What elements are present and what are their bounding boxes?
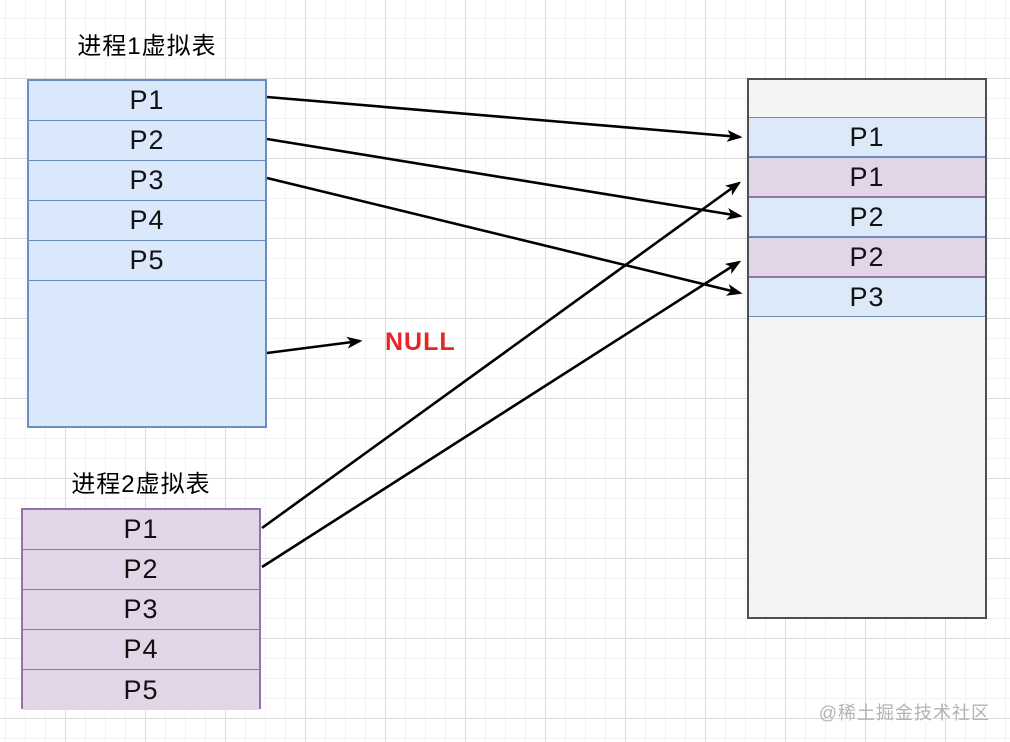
process2-row-p2: P2 (23, 550, 259, 590)
process2-row-p5: P5 (23, 670, 259, 710)
process2-title: 进程2虚拟表 (71, 471, 211, 498)
process1-row-p2: P2 (29, 121, 265, 161)
physical-row-p2-process1: P2 (749, 197, 985, 237)
physical-row-p2-process2: P2 (749, 237, 985, 277)
process1-row-p4: P4 (29, 201, 265, 241)
physical-empty-bottom (749, 317, 985, 617)
process1-row-p3: P3 (29, 161, 265, 201)
watermark: @稀土掘金技术社区 (818, 703, 990, 723)
arrow-process2-p2-to-physical (261, 260, 742, 569)
process2-row-p4: P4 (23, 630, 259, 670)
process1-title: 进程1虚拟表 (77, 33, 217, 60)
process1-table: P1 P2 P3 P4 P5 (27, 79, 267, 428)
process2-row-p1: P1 (23, 510, 259, 550)
arrow-process1-p2-to-physical (266, 137, 743, 220)
null-label: NULL (385, 328, 456, 356)
arrow-process1-p1-to-physical (266, 95, 743, 142)
physical-empty-top (749, 80, 985, 117)
process2-table: P1 P2 P3 P4 P5 (21, 508, 261, 710)
arrow-process1-to-null (266, 336, 363, 355)
physical-row-p1-process2: P1 (749, 157, 985, 197)
physical-memory-table: P1 P1 P2 P2 P3 (747, 78, 987, 619)
physical-row-p3-process1: P3 (749, 277, 985, 317)
arrow-process2-p1-to-physical (261, 181, 742, 530)
process1-empty-region (29, 281, 265, 426)
arrow-process1-p3-to-physical (266, 176, 743, 296)
process1-row-p5: P5 (29, 241, 265, 281)
process1-row-p1: P1 (29, 81, 265, 121)
physical-row-p1-process1: P1 (749, 117, 985, 157)
process2-row-p3: P3 (23, 590, 259, 630)
